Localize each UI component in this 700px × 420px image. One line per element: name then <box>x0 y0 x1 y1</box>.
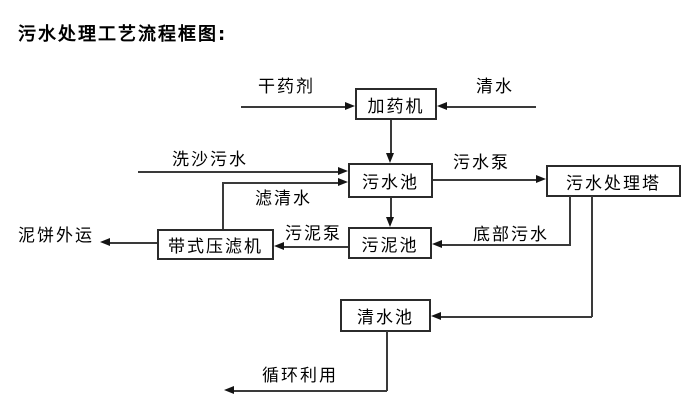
arrowhead-right-icon <box>536 175 546 183</box>
label-filtered-water: 滤清水 <box>255 189 312 209</box>
arrowhead-down-icon <box>386 153 394 163</box>
arrowhead-right-icon <box>338 178 348 186</box>
arrowhead-left-icon <box>431 312 441 320</box>
arrowhead-right-icon <box>338 167 348 175</box>
arrowhead-left-icon <box>100 238 110 246</box>
flow-line-dry-chemical <box>241 106 346 108</box>
node-sludge-pool: 污泥池 <box>348 227 432 259</box>
arrowhead-left-icon <box>432 240 442 248</box>
label-recycling: 循环利用 <box>262 366 338 386</box>
flow-line-recycling-vertical <box>386 331 388 391</box>
arrowhead-left-icon <box>437 102 447 110</box>
label-mud-cake-outbound: 泥饼外运 <box>18 226 94 246</box>
label-bottom-sewage: 底部污水 <box>473 225 549 245</box>
flow-line-sand-washing <box>138 171 340 173</box>
flow-line-recycling <box>234 390 387 392</box>
node-treatment-tower: 污水处理塔 <box>546 165 681 197</box>
flow-line-sludge-pump <box>284 246 348 248</box>
flow-line-sewage-pump <box>433 179 536 181</box>
flow-line-sewage-to-sludge <box>390 198 392 218</box>
node-belt-filter-press: 带式压滤机 <box>157 229 274 260</box>
flow-line-filtered-water-vertical <box>222 182 224 229</box>
flow-line-dosing-to-sewage <box>390 120 392 154</box>
label-sludge-pump: 污泥泵 <box>285 224 342 244</box>
label-sewage-pump: 污水泵 <box>453 153 510 173</box>
node-sewage-pool: 污水池 <box>348 163 433 198</box>
flow-line-bottom-sewage-vertical <box>569 196 571 245</box>
node-clear-water-pool: 清水池 <box>340 299 431 332</box>
flow-line-mud-cake <box>110 242 157 244</box>
label-dry-chemical: 干药剂 <box>258 77 315 97</box>
arrowhead-right-icon <box>345 102 355 110</box>
flow-line-tower-to-clear-vertical <box>591 196 593 317</box>
flow-line-clear-water <box>447 106 536 108</box>
node-dosing-machine: 加药机 <box>355 88 437 120</box>
arrowhead-left-icon <box>274 242 284 250</box>
diagram-title: 污水处理工艺流程框图: <box>18 24 228 45</box>
label-clear-water: 清水 <box>476 77 514 97</box>
flow-line-tower-to-clear <box>441 316 592 318</box>
label-sand-washing-sewage: 洗沙污水 <box>172 150 248 170</box>
flow-line-bottom-sewage <box>442 244 571 246</box>
arrowhead-down-icon <box>386 217 394 227</box>
arrowhead-left-icon <box>224 386 234 394</box>
flow-line-filtered-water <box>222 182 340 184</box>
